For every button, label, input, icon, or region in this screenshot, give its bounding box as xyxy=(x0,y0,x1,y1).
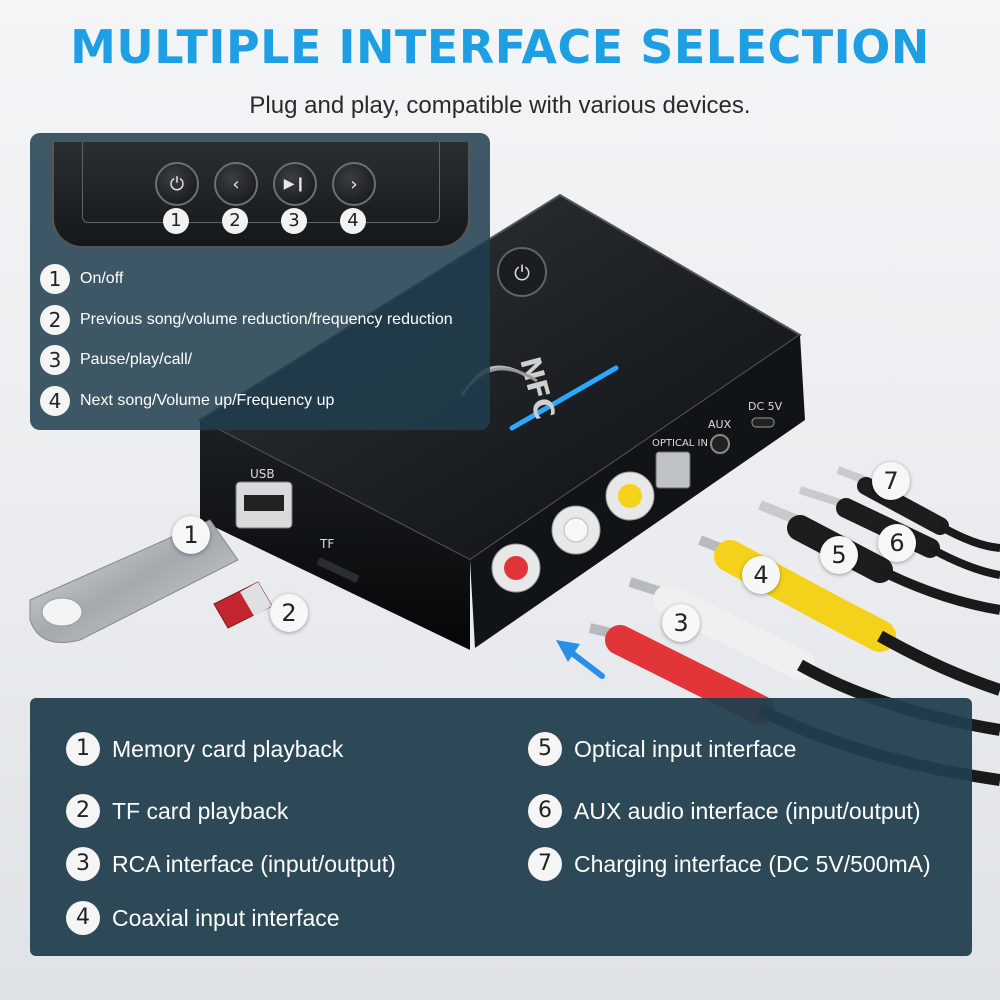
page-subtitle: Plug and play, compatible with various d… xyxy=(249,92,751,119)
page-title: MULTIPLE INTERFACE SELECTION xyxy=(70,20,930,74)
device-top-inner xyxy=(82,142,440,223)
optical-port-label: OPTICAL IN xyxy=(652,438,708,449)
callout-aux: 6 xyxy=(878,524,916,562)
feature-label: RCA interface (input/output) xyxy=(112,850,396,877)
receiver-device: ⏻ NFC USB TF OPTICAL IN AUX DC 5V xyxy=(197,193,805,650)
button-number: 1 xyxy=(163,208,189,234)
feature-label: Charging interface (DC 5V/500mA) xyxy=(574,850,931,877)
number-badge: 3 xyxy=(40,345,70,375)
feature-item: 5 Optical input interface xyxy=(528,731,796,767)
chevron-right-icon: › xyxy=(332,162,376,206)
dc-port-label: DC 5V xyxy=(748,400,783,413)
number-badge: 6 xyxy=(528,794,562,828)
number-badge: 7 xyxy=(528,847,562,881)
number-badge: 1 xyxy=(66,732,100,766)
play-pause-icon: ▶❙ xyxy=(273,162,317,206)
control-item: 2 Previous song/volume reduction/frequen… xyxy=(40,304,453,336)
number-badge: 4 xyxy=(66,901,100,935)
control-label: Next song/Volume up/Frequency up xyxy=(80,392,335,409)
control-item: 3 Pause/play/call/ xyxy=(40,344,192,376)
tf-port-label: TF xyxy=(319,537,334,551)
tf-card xyxy=(213,581,273,629)
number-badge: 2 xyxy=(40,305,70,335)
feature-label: TF card playback xyxy=(112,797,289,824)
feature-label: Coaxial input interface xyxy=(112,904,340,931)
control-item: 1 On/off xyxy=(40,263,123,295)
number-badge: 2 xyxy=(66,794,100,828)
callout-rca: 3 xyxy=(662,604,700,642)
number-badge: 4 xyxy=(40,386,70,416)
callout-tf: 2 xyxy=(270,594,308,632)
power-icon: ⏻ xyxy=(155,162,199,206)
feature-label: AUX audio interface (input/output) xyxy=(574,797,921,824)
number-badge: 3 xyxy=(66,847,100,881)
number-badge: 1 xyxy=(40,264,70,294)
button-number: 4 xyxy=(340,208,366,234)
device-top-zoom xyxy=(52,142,470,248)
feature-item: 4 Coaxial input interface xyxy=(66,900,340,936)
feature-label: Memory card playback xyxy=(112,735,344,762)
features-panel xyxy=(30,698,972,956)
feature-item: 1 Memory card playback xyxy=(66,731,343,767)
insert-arrow xyxy=(556,640,605,679)
number-badge: 5 xyxy=(528,732,562,766)
control-label: Pause/play/call/ xyxy=(80,351,193,368)
feature-item: 2 TF card playback xyxy=(66,793,288,829)
callout-dc: 7 xyxy=(872,462,910,500)
button-number: 2 xyxy=(222,208,248,234)
callout-coaxial: 4 xyxy=(742,556,780,594)
callout-usb: 1 xyxy=(172,516,210,554)
usb-port-label: USB xyxy=(250,467,275,481)
button-number: 3 xyxy=(281,208,307,234)
aux-port-label: AUX xyxy=(708,418,732,431)
chevron-left-icon: ‹ xyxy=(214,162,258,206)
control-item: 4 Next song/Volume up/Frequency up xyxy=(40,385,334,417)
feature-item: 7 Charging interface (DC 5V/500mA) xyxy=(528,846,931,882)
callout-optical: 5 xyxy=(820,536,858,574)
control-label: On/off xyxy=(80,270,124,287)
feature-label: Optical input interface xyxy=(574,735,797,762)
feature-item: 3 RCA interface (input/output) xyxy=(66,846,396,882)
svg-text:⏻: ⏻ xyxy=(514,261,530,285)
feature-item: 6 AUX audio interface (input/output) xyxy=(528,793,920,829)
control-label: Previous song/volume reduction/frequency… xyxy=(80,311,453,328)
